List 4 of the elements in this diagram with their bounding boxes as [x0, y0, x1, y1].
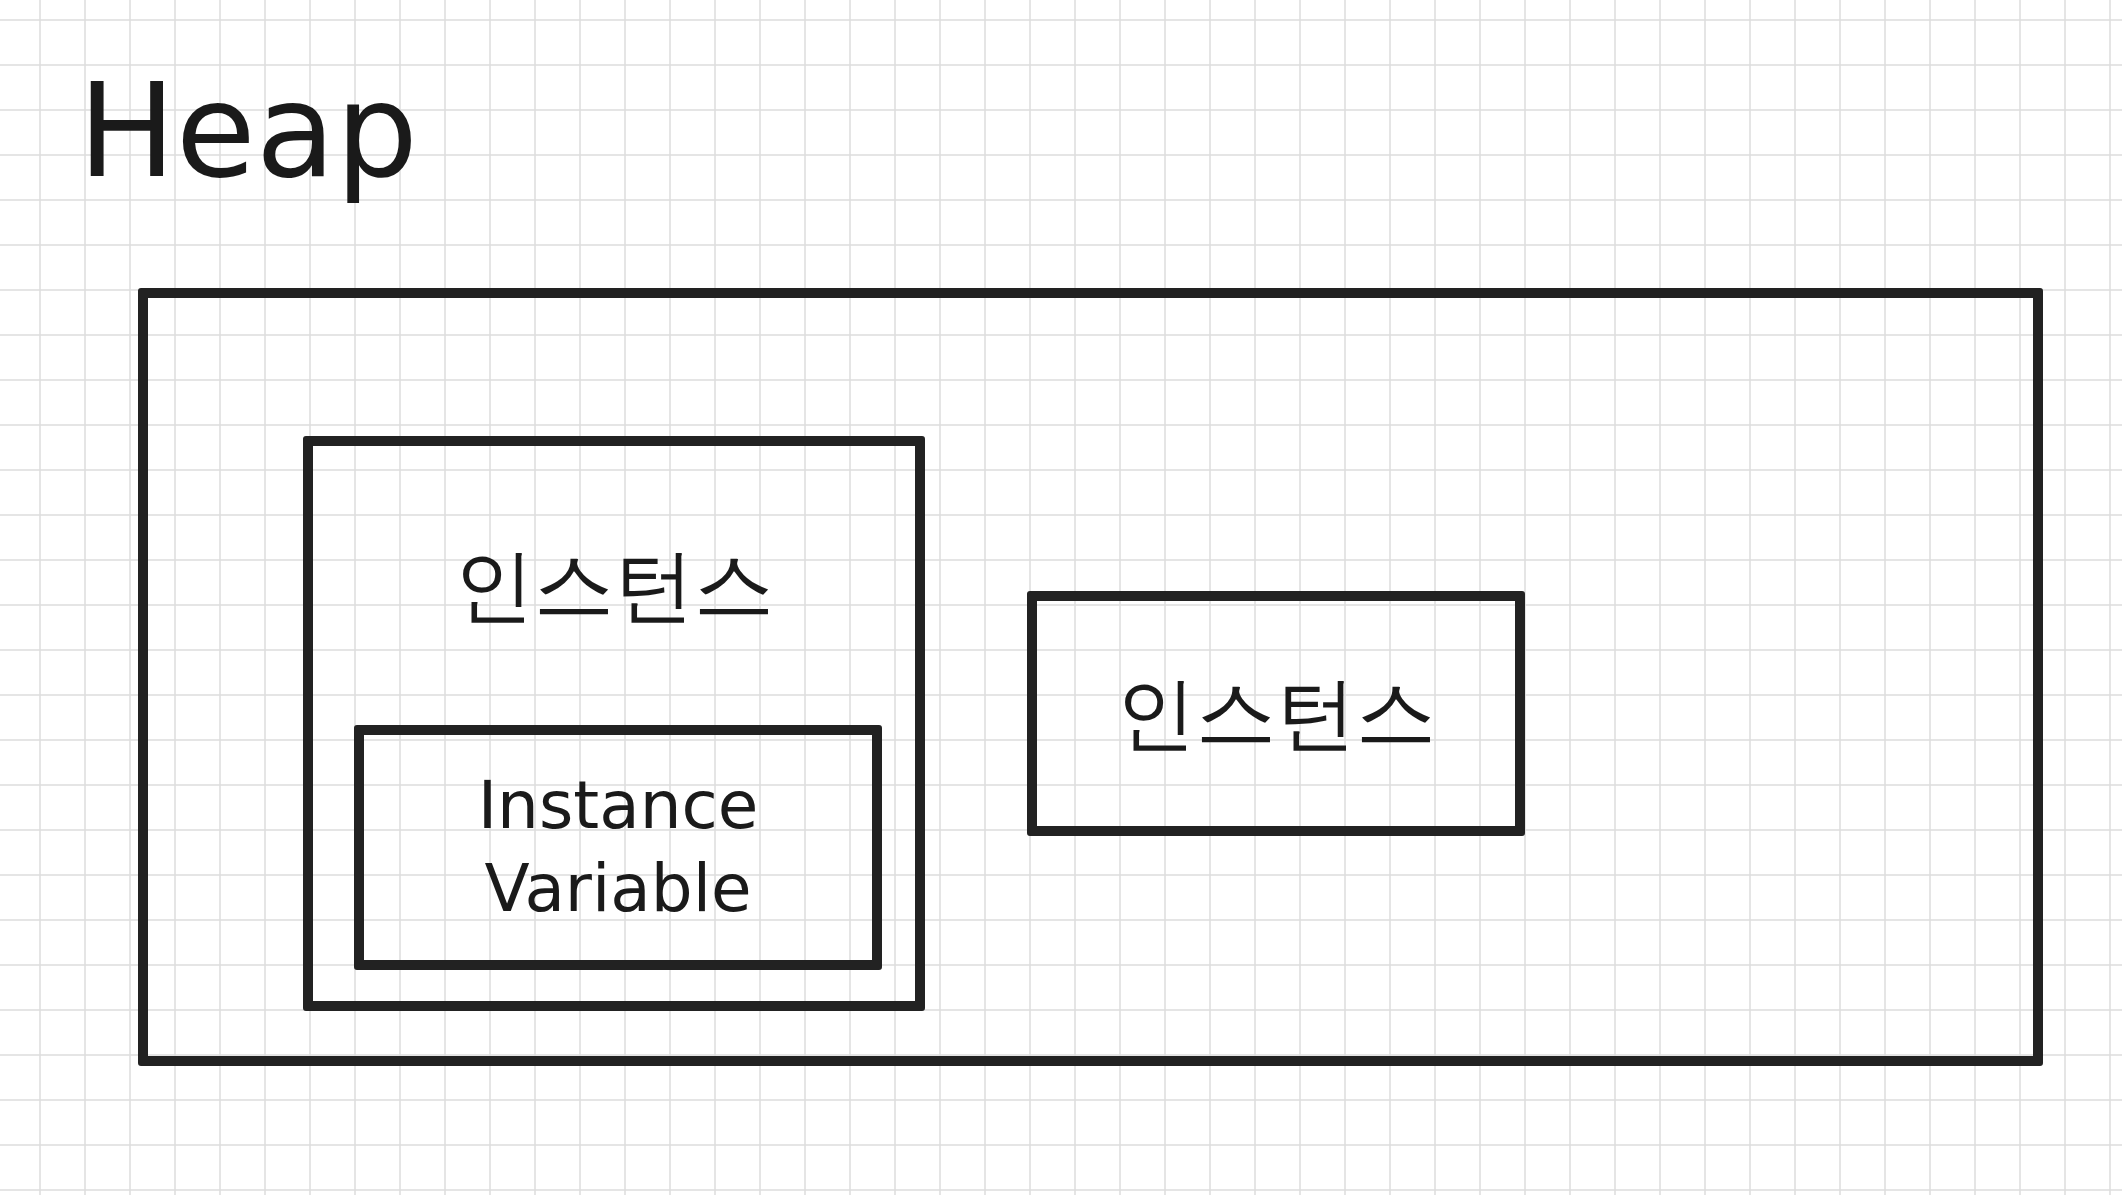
- box-label: Instance Variable: [476, 766, 760, 929]
- heading: Heap: [78, 60, 418, 203]
- box-label: 인스턴스: [454, 538, 774, 634]
- box-label: 인스턴스: [1116, 665, 1436, 762]
